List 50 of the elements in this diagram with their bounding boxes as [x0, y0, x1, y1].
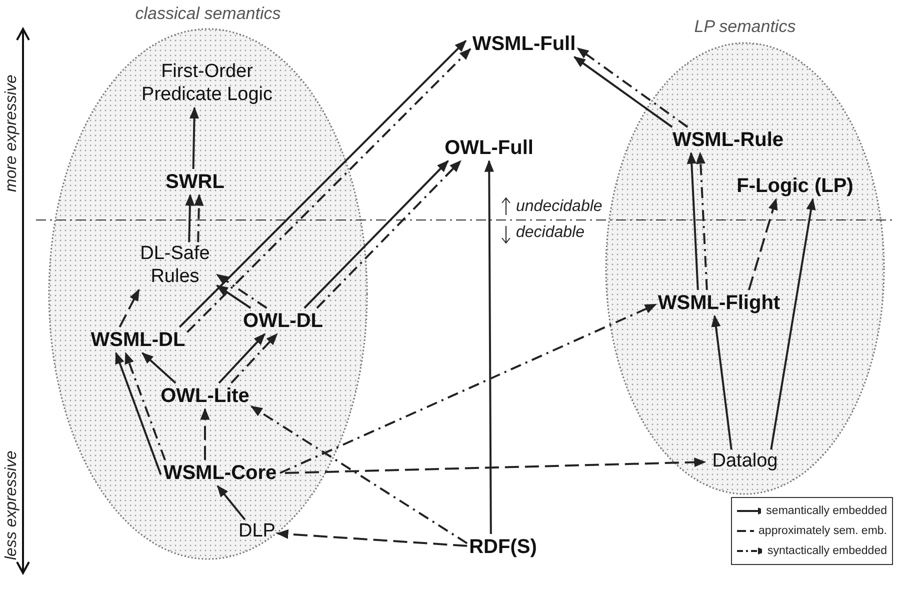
arrow — [711, 314, 732, 450]
arrow — [194, 194, 204, 242]
arrow — [124, 352, 166, 460]
legend-text: approximately sem. emb. — [758, 525, 887, 537]
group-heading: LP semantics — [693, 17, 797, 37]
language-label: WSML-Flight — [658, 291, 780, 315]
language-label: DL-Safe Rules — [135, 243, 215, 289]
language-label: Datalog — [712, 450, 778, 474]
arrow — [216, 274, 268, 309]
arrow — [276, 529, 468, 547]
arrow — [284, 457, 706, 474]
axis-label: less expressive — [3, 450, 21, 560]
language-label: RDF(S) — [469, 535, 537, 559]
legend-text: syntactically embedded — [767, 545, 887, 557]
axis-label: decidable — [516, 224, 584, 242]
language-label: OWL-Full — [444, 136, 534, 160]
arrow — [573, 56, 673, 128]
arrow — [304, 160, 449, 309]
language-label: SWRL — [166, 170, 224, 194]
group-heading: classical semantics — [134, 4, 282, 24]
language-label: WSML-DL — [90, 328, 186, 352]
arrow — [118, 288, 140, 328]
language-label: WSML-Full — [472, 32, 576, 56]
language-label: DLP — [238, 520, 276, 544]
arrow — [484, 160, 494, 534]
axis-label: undecidable — [516, 198, 602, 216]
language-label: WSML-Rule — [672, 128, 784, 152]
arrow — [316, 160, 462, 309]
arrow — [770, 198, 816, 450]
arrow — [216, 284, 252, 309]
arrow — [216, 485, 246, 520]
language-label: OWL-Lite — [160, 384, 250, 408]
arrow — [190, 106, 200, 170]
language-label: OWL-DL — [243, 309, 323, 333]
arrow — [576, 47, 688, 128]
arrow — [218, 333, 266, 384]
legend-text: semantically embedded — [766, 505, 887, 517]
arrow — [185, 194, 195, 242]
language-label: WSML-Core — [163, 461, 277, 485]
arrow — [696, 152, 708, 290]
arrow — [250, 406, 468, 544]
arrow — [280, 303, 657, 474]
language-label: First-Order Predicate Logic — [122, 61, 292, 107]
language-label: F-Logic (LP) — [736, 174, 854, 198]
arrow — [686, 152, 699, 290]
arrow — [142, 352, 176, 384]
axis-label: more expressive — [3, 74, 21, 192]
arrow — [115, 352, 162, 475]
arrow — [230, 333, 278, 384]
arrow — [200, 408, 210, 460]
